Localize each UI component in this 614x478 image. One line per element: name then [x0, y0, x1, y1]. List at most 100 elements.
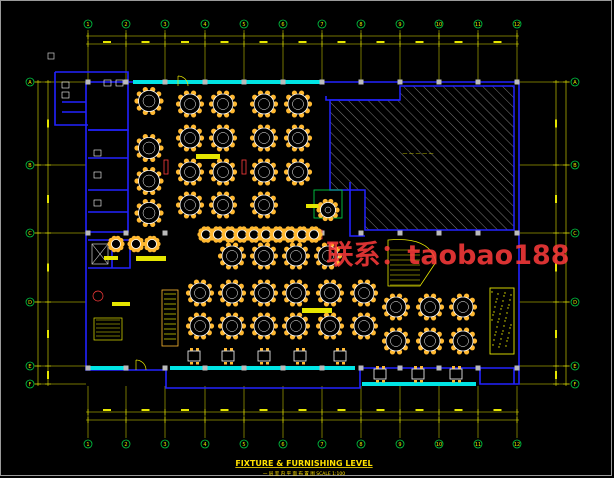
divider-marker [241, 159, 247, 175]
round-table-icon [134, 86, 164, 116]
table-top [131, 239, 141, 249]
dim-text-mark [298, 409, 307, 411]
stray-marker [47, 52, 55, 60]
table-top [452, 296, 474, 318]
column-post [397, 79, 403, 85]
grid-row-label: C [28, 231, 32, 237]
table-top [253, 245, 275, 267]
chair [336, 362, 339, 365]
round-table-icon [208, 124, 238, 152]
stair-outline [387, 239, 437, 287]
panel-dot [507, 307, 509, 309]
divider-marker [163, 159, 169, 175]
grid-col-label: 11 [475, 22, 481, 28]
chair [196, 348, 199, 351]
panel-dot [499, 343, 501, 345]
lazy-susan [457, 301, 469, 313]
grid-row-label: D [28, 300, 32, 306]
round-table-icon [281, 312, 311, 340]
void-edge [325, 96, 400, 101]
lazy-susan [258, 132, 270, 144]
table-top [221, 282, 243, 304]
table-top [419, 296, 441, 318]
grid-bubble-icon [512, 19, 522, 29]
grid-col-label: 12 [514, 22, 520, 28]
table-top [319, 315, 341, 337]
chair [458, 366, 461, 369]
bar-counter [161, 289, 179, 347]
lazy-susan [292, 98, 304, 110]
round-table-icon [281, 242, 311, 270]
panel-dot [510, 324, 512, 326]
round-table-icon [281, 279, 311, 307]
grid-bubble-icon [570, 77, 580, 87]
sanitary-fixture [61, 91, 70, 99]
table-top [237, 229, 247, 240]
panel-dot [507, 337, 509, 339]
table-top [179, 93, 201, 115]
grid-bubble-icon [570, 361, 580, 371]
chair [382, 380, 385, 383]
chair [260, 348, 263, 351]
table-top [111, 239, 121, 249]
table-top [411, 368, 425, 380]
table-top [319, 282, 341, 304]
panel-dot [503, 325, 505, 327]
dim-text-mark [47, 263, 49, 272]
lazy-susan [184, 166, 196, 178]
panel-dot [496, 298, 498, 300]
panel-dot [505, 317, 507, 319]
grid-row-label: C [573, 231, 577, 237]
round-table-icon [217, 242, 247, 270]
grid-bubble-icon [356, 19, 366, 29]
dim-text-mark [337, 41, 346, 43]
window-strip [362, 382, 476, 386]
grid-bubble-icon [395, 439, 405, 449]
grid-col-label: 12 [514, 442, 520, 448]
door-swing-icon [135, 359, 147, 371]
chair [296, 348, 299, 351]
column-post [162, 365, 168, 371]
round-table-icon [175, 90, 205, 118]
hatched-void [329, 85, 515, 231]
column-post [358, 365, 364, 371]
column-post [162, 79, 168, 85]
dim-text-mark [454, 409, 463, 411]
dim-text-mark [220, 41, 229, 43]
sanitary-fixture [61, 81, 70, 89]
grid-col-label: 9 [398, 442, 401, 448]
column-post [85, 79, 91, 85]
panel-dot [492, 314, 494, 316]
lazy-susan [142, 174, 156, 188]
column-post [162, 230, 168, 236]
table-top [147, 239, 157, 249]
dim-text-mark [103, 41, 111, 43]
table-top [253, 161, 275, 183]
panel-dot [503, 295, 505, 297]
table-top [225, 229, 235, 240]
lazy-susan [258, 287, 270, 299]
grid-bubble-icon [570, 379, 580, 389]
table-top [353, 282, 375, 304]
panel-dot [506, 312, 508, 314]
grid-bubble-icon [512, 439, 522, 449]
round-table-icon [208, 90, 238, 118]
column-post [241, 79, 247, 85]
round-table-icon [217, 312, 247, 340]
lazy-susan [258, 98, 270, 110]
round-table-icon [249, 242, 279, 270]
column-post [358, 230, 364, 236]
round-table-icon [249, 90, 279, 118]
service-counter [302, 308, 332, 313]
chair [376, 366, 379, 369]
grid-bubble-icon [570, 228, 580, 238]
grid-col-label: 3 [163, 442, 166, 448]
grid-bubble-icon [570, 160, 580, 170]
dim-text-mark [298, 41, 307, 43]
column-post [319, 365, 325, 371]
panel-dot [495, 301, 497, 303]
grid-bubble-icon [121, 439, 131, 449]
round-table-icon [305, 226, 323, 243]
chair [414, 366, 417, 369]
